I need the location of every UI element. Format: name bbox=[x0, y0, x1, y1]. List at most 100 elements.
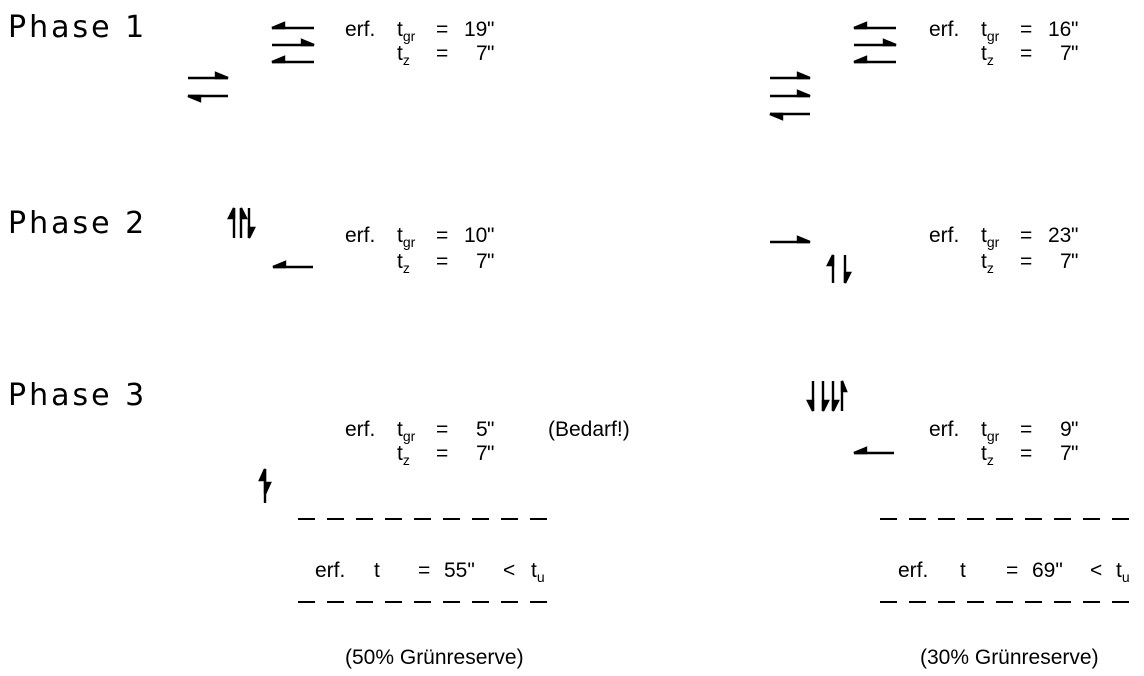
green-time-symbol: tgr bbox=[981, 18, 999, 43]
equals-sign: = bbox=[436, 250, 449, 273]
green-time-symbol: tgr bbox=[397, 224, 415, 249]
t-symbol: t bbox=[981, 42, 987, 65]
u-subscript: u bbox=[536, 569, 545, 585]
erf-label: erf. bbox=[345, 224, 376, 247]
seconds-mark: " bbox=[487, 18, 495, 41]
t-symbol: t bbox=[1116, 559, 1122, 582]
t-symbol: t bbox=[397, 418, 403, 441]
dash-segment bbox=[996, 518, 1013, 520]
erf-label: erf. bbox=[898, 559, 929, 582]
t-symbol: t bbox=[397, 250, 403, 273]
movement-arrows-icon bbox=[187, 71, 229, 103]
movement-arrows-icon bbox=[271, 21, 315, 64]
dash-segment bbox=[327, 518, 344, 520]
green-time-value: 19 bbox=[464, 18, 488, 41]
gr-subscript: gr bbox=[402, 428, 416, 444]
gr-subscript: gr bbox=[986, 234, 1000, 250]
erf-label: erf. bbox=[929, 18, 960, 41]
z-subscript: z bbox=[986, 52, 994, 68]
intergreen-symbol: tz bbox=[397, 250, 410, 275]
less-than-sign: < bbox=[503, 559, 516, 582]
cycle-time-symbol: tu bbox=[531, 560, 545, 584]
demand-note: (Bedarf!) bbox=[548, 418, 630, 441]
dash-segment bbox=[938, 518, 955, 520]
green-reserve-note: (50% Grünreserve) bbox=[345, 646, 524, 669]
u-subscript: u bbox=[1121, 569, 1130, 585]
phase-1-label: Phase 1 bbox=[8, 10, 148, 45]
equals-sign: = bbox=[1020, 250, 1033, 273]
dash-segment bbox=[1083, 518, 1100, 520]
green-time-value: 23 bbox=[1048, 224, 1072, 247]
z-subscript: z bbox=[402, 260, 410, 276]
dash-segment bbox=[327, 601, 344, 603]
gr-subscript: gr bbox=[402, 234, 416, 250]
seconds-mark: " bbox=[487, 418, 495, 441]
green-time-value: 5 bbox=[476, 418, 488, 441]
gr-subscript: gr bbox=[986, 428, 1000, 444]
intergreen-value: 7 bbox=[476, 42, 488, 65]
dash-segment bbox=[530, 601, 547, 603]
t-symbol: t bbox=[397, 224, 403, 247]
green-time-symbol: tgr bbox=[397, 418, 415, 443]
dash-segment bbox=[501, 518, 518, 520]
dash-segment bbox=[472, 601, 489, 603]
dash-segment bbox=[1083, 601, 1100, 603]
intergreen-value: 7 bbox=[1060, 42, 1072, 65]
equals-sign: = bbox=[418, 559, 431, 582]
green-time-symbol: tgr bbox=[981, 418, 999, 443]
seconds-mark: " bbox=[1071, 442, 1079, 465]
cycle-time-symbol: tu bbox=[1116, 559, 1130, 584]
dash-segment bbox=[385, 518, 402, 520]
movement-arrows-icon bbox=[806, 380, 848, 412]
dash-segment bbox=[501, 601, 518, 603]
t-symbol: t bbox=[374, 559, 380, 582]
dash-segment bbox=[1054, 601, 1071, 603]
seconds-mark: " bbox=[1071, 18, 1079, 41]
green-reserve-note: (30% Grünreserve) bbox=[920, 646, 1099, 669]
t-symbol: t bbox=[981, 224, 987, 247]
intergreen-symbol: tz bbox=[397, 43, 410, 67]
movement-arrows-icon bbox=[272, 260, 313, 269]
seconds-mark: " bbox=[1071, 224, 1079, 247]
dash-segment bbox=[1112, 601, 1129, 603]
erf-label: erf. bbox=[345, 418, 376, 441]
equals-sign: = bbox=[1020, 442, 1033, 465]
t-symbol: t bbox=[397, 442, 403, 465]
dash-segment bbox=[909, 518, 926, 520]
intergreen-symbol: tz bbox=[981, 42, 994, 67]
z-subscript: z bbox=[986, 260, 994, 276]
dash-segment bbox=[1054, 518, 1071, 520]
equals-sign: = bbox=[436, 42, 449, 65]
dash-segment bbox=[1025, 601, 1042, 603]
dash-segment bbox=[385, 601, 402, 603]
dash-segment bbox=[938, 601, 955, 603]
dash-segment bbox=[356, 518, 373, 520]
seconds-mark: " bbox=[1071, 250, 1079, 273]
movement-arrows-icon bbox=[770, 235, 811, 244]
dash-segment bbox=[298, 518, 315, 520]
equals-sign: = bbox=[1020, 42, 1033, 65]
t-symbol: t bbox=[981, 418, 987, 441]
t-symbol: t bbox=[960, 559, 966, 582]
intergreen-symbol: tz bbox=[397, 442, 410, 467]
dash-segment bbox=[443, 518, 460, 520]
less-than-sign: < bbox=[1090, 559, 1103, 582]
intergreen-value: 7 bbox=[476, 250, 488, 273]
green-time-value: 10 bbox=[464, 224, 488, 247]
intergreen-value: 7 bbox=[476, 442, 488, 465]
t-symbol: t bbox=[981, 18, 987, 41]
dash-segment bbox=[443, 601, 460, 603]
equals-sign: = bbox=[436, 224, 449, 247]
dash-segment bbox=[414, 601, 431, 603]
dash-segment bbox=[909, 601, 926, 603]
equals-sign: = bbox=[1020, 418, 1033, 441]
movement-arrows-icon bbox=[853, 446, 894, 455]
movement-arrows-icon bbox=[227, 207, 256, 239]
erf-label: erf. bbox=[315, 559, 346, 582]
seconds-mark: " bbox=[1071, 418, 1079, 441]
seconds-mark: " bbox=[487, 442, 495, 465]
phase-3-label: Phase 3 bbox=[8, 378, 148, 413]
dash-segment bbox=[530, 518, 547, 520]
intergreen-value: 7 bbox=[1060, 442, 1072, 465]
pedestrian-arrow-icon bbox=[258, 468, 272, 503]
